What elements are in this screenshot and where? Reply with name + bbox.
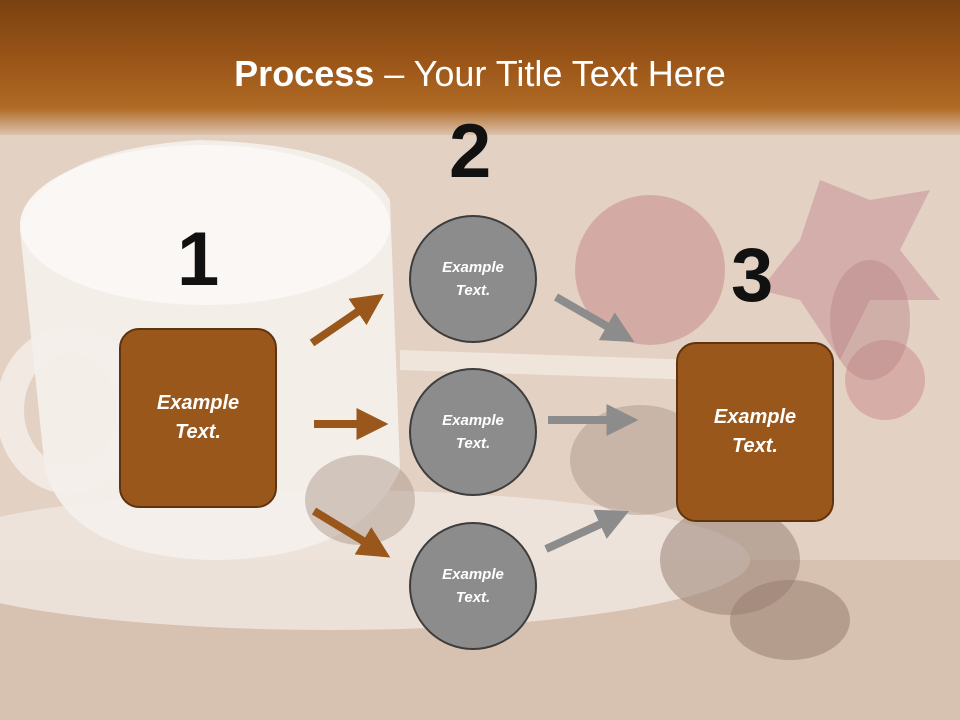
title-band <box>0 0 960 135</box>
arrow-to-circle-1 <box>309 293 384 347</box>
circle-2-label: Example Text. <box>442 412 504 452</box>
title-rest: – Your Title Text Here <box>374 53 726 94</box>
arrow-to-circle-3 <box>311 507 391 558</box>
slide-title: Process – Your Title Text Here <box>0 52 960 96</box>
circle-3-label: Example Text. <box>442 566 504 606</box>
step-box-1-label: Example Text. <box>156 392 240 443</box>
step-number-3: 3 <box>731 233 774 318</box>
circle-1-label: Example Text. <box>442 259 504 299</box>
step-box-3-label: Example Text. <box>713 406 797 457</box>
step-number-1: 1 <box>177 217 220 302</box>
circle-3[interactable]: Example Text. <box>409 522 537 650</box>
step-number-2: 2 <box>449 109 492 194</box>
arrow-from-circle-1 <box>554 293 635 343</box>
arrow-from-circle-3 <box>544 509 630 553</box>
step-box-1[interactable]: Example Text. <box>119 328 277 508</box>
title-bold: Process <box>234 53 375 94</box>
circle-1[interactable]: Example Text. <box>409 215 537 343</box>
circle-2[interactable]: Example Text. <box>409 368 537 496</box>
step-box-3[interactable]: Example Text. <box>676 342 834 522</box>
